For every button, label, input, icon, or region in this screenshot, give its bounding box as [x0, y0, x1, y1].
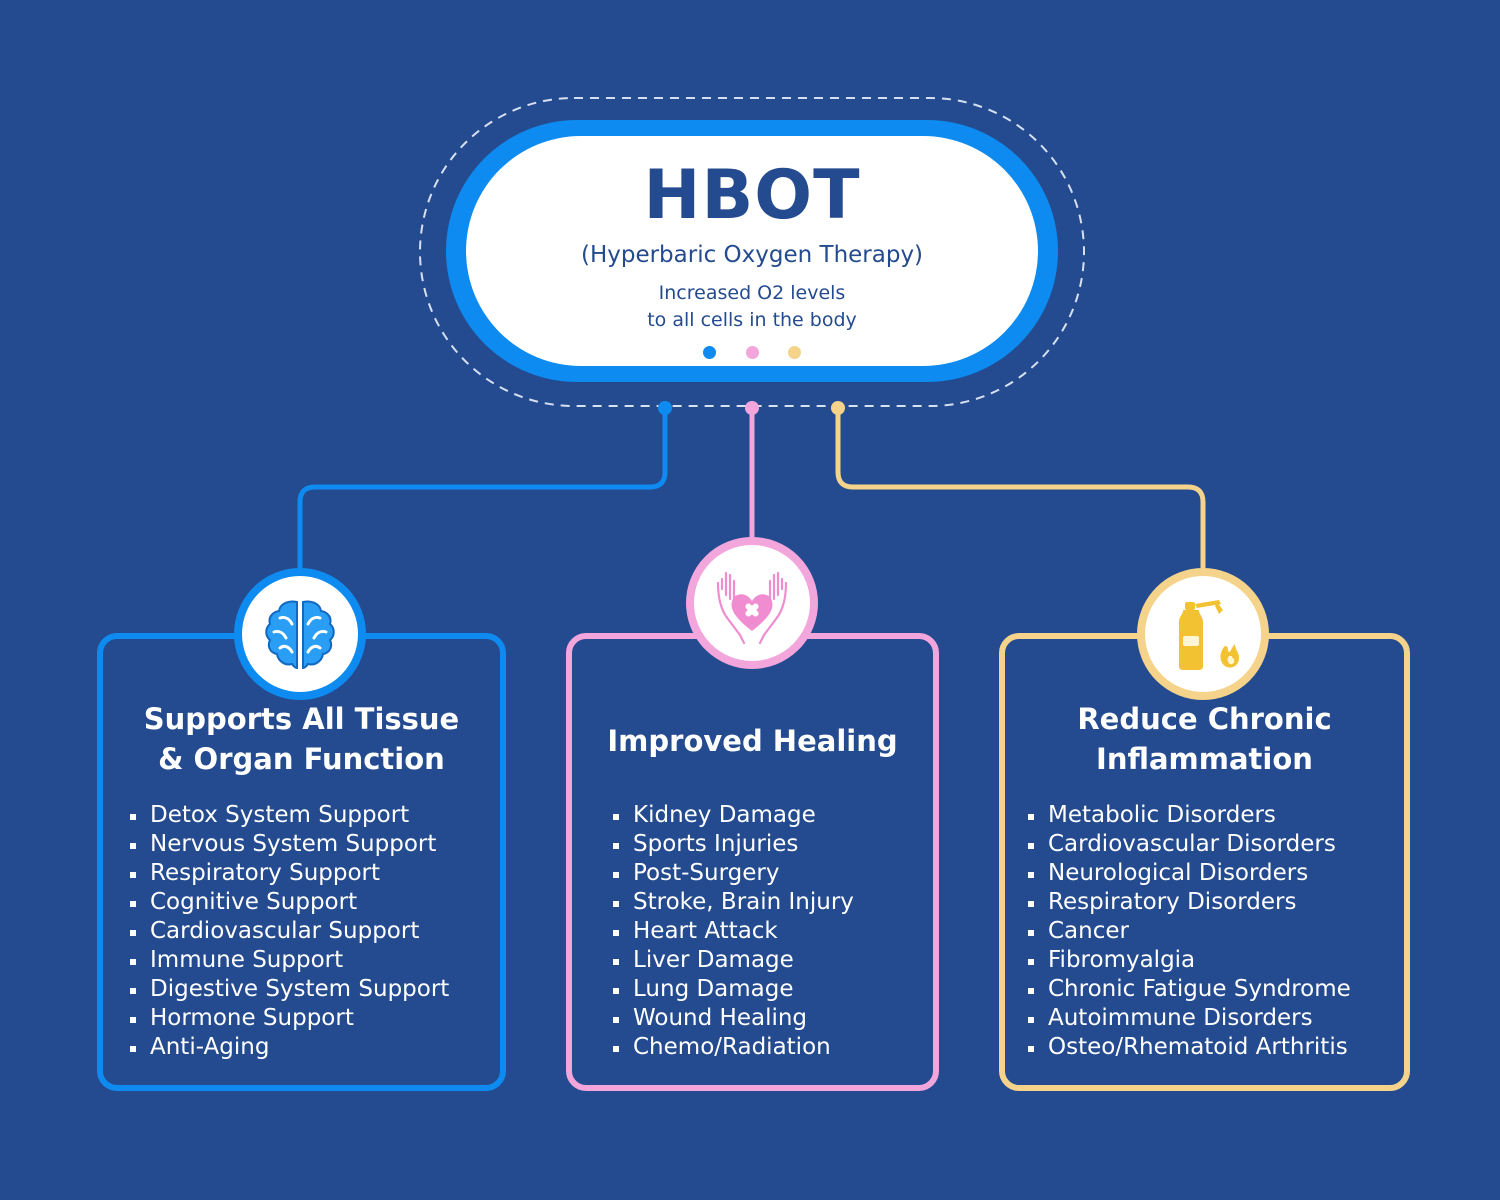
hub-description-line2: to all cells in the body [647, 309, 857, 331]
hub-inner: HBOT (Hyperbaric Oxygen Therapy) Increas… [466, 136, 1038, 366]
list-item: Cardiovascular Disorders [1028, 830, 1351, 859]
hub-title: HBOT [643, 156, 861, 235]
connector-yellow [835, 408, 1206, 570]
list-item: Cancer [1028, 917, 1351, 946]
brain-icon [265, 600, 335, 670]
branch-title: Reduce Chronic Inflammation [1005, 699, 1404, 779]
list-item: Detox System Support [130, 801, 449, 830]
list-item: Post-Surgery [613, 859, 854, 888]
list-item: Osteo/Rhematoid Arthritis [1028, 1033, 1351, 1062]
list-item: Respiratory Disorders [1028, 888, 1351, 917]
connector-dot-yellow [831, 401, 845, 415]
list-item: Wound Healing [613, 1004, 854, 1033]
branch-card-inflammation: Reduce Chronic Inflammation Metabolic Di… [999, 633, 1410, 1091]
fire-extinguisher-icon [1179, 600, 1239, 670]
branch-title-line2: & Organ Function [158, 742, 445, 776]
hbot-hub: HBOT (Hyperbaric Oxygen Therapy) Increas… [446, 120, 1058, 382]
list-item: Fibromyalgia [1028, 946, 1351, 975]
branch-title-line1: Improved Healing [607, 724, 898, 758]
hands-heart-icon [716, 571, 788, 645]
connector-dot-pink [745, 401, 759, 415]
hub-subtitle: (Hyperbaric Oxygen Therapy) [580, 242, 924, 268]
list-item: Liver Damage [613, 946, 854, 975]
branch-card-tissue-organ: Supports All Tissue & Organ Function Det… [97, 633, 506, 1091]
list-item: Sports Injuries [613, 830, 854, 859]
list-item: Kidney Damage [613, 801, 854, 830]
badge-brain [234, 568, 366, 700]
list-item: Stroke, Brain Injury [613, 888, 854, 917]
badge-hands-heart [686, 537, 818, 669]
hub-dot-yellow [787, 346, 801, 359]
list-item: Chronic Fatigue Syndrome [1028, 975, 1351, 1004]
list-item: Cardiovascular Support [130, 917, 449, 946]
branch-title: Supports All Tissue & Organ Function [103, 699, 500, 779]
list-item: Cognitive Support [130, 888, 449, 917]
badge-fire-extinguisher [1137, 568, 1269, 700]
hub-dot-blue [703, 346, 717, 359]
list-item: Immune Support [130, 946, 449, 975]
list-item: Nervous System Support [130, 830, 449, 859]
branch-title: Improved Healing [572, 721, 933, 761]
list-item: Anti-Aging [130, 1033, 449, 1062]
list-item: Neurological Disorders [1028, 859, 1351, 888]
branch-title-line1: Supports All Tissue [143, 702, 460, 736]
list-item: Metabolic Disorders [1028, 801, 1351, 830]
branch-title-line1: Reduce Chronic [1077, 702, 1332, 736]
list-item: Digestive System Support [130, 975, 449, 1004]
hub-dashed-outline [419, 97, 1085, 407]
list-item: Hormone Support [130, 1004, 449, 1033]
connector-dot-blue [658, 401, 672, 415]
list-item: Lung Damage [613, 975, 854, 1004]
connector-blue [297, 408, 668, 570]
hub-description-line1: Increased O2 levels [658, 282, 846, 304]
hub-description: Increased O2 levels to all cells in the … [466, 280, 1038, 334]
hub-dots [466, 344, 1038, 359]
list-item: Autoimmune Disorders [1028, 1004, 1351, 1033]
branch-title-line2: Inflammation [1096, 742, 1313, 776]
list-item: Respiratory Support [130, 859, 449, 888]
hub-dot-pink [745, 346, 759, 359]
list-item: Heart Attack [613, 917, 854, 946]
list-item: Chemo/Radiation [613, 1033, 854, 1062]
